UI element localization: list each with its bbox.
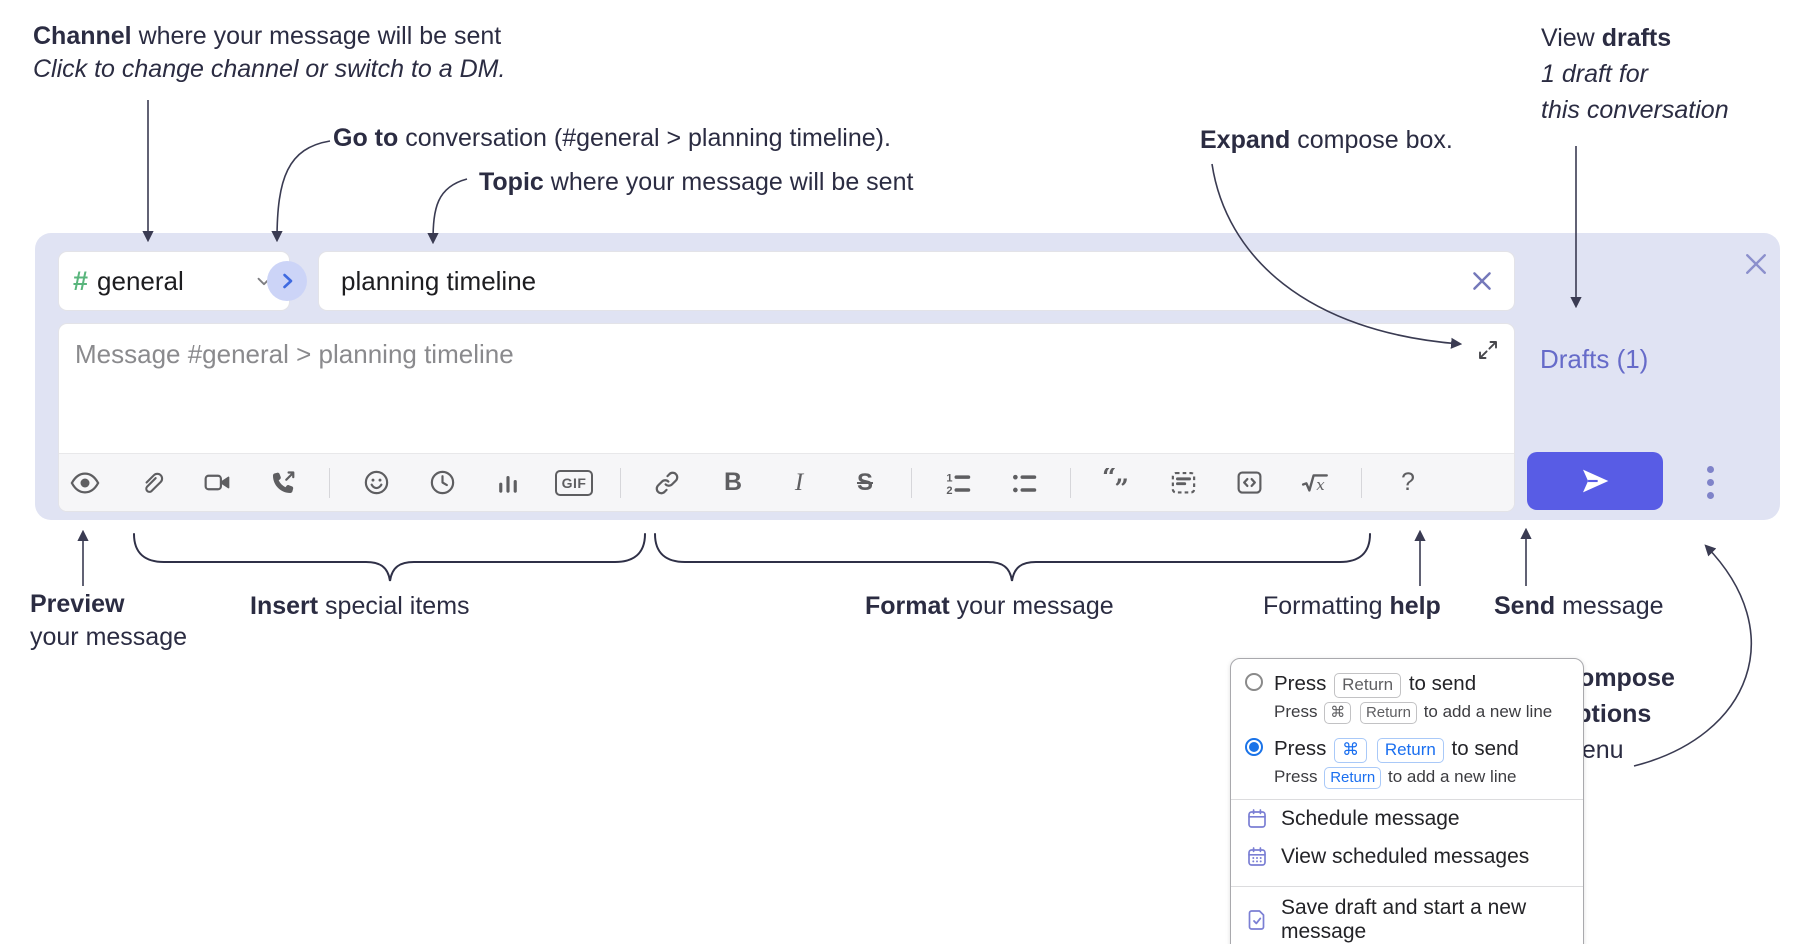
compose-box: # general planning timeline Message #gen… [35, 233, 1780, 520]
key-return: Return [1359, 702, 1417, 724]
toolbar-divider [620, 467, 621, 498]
channel-name: general [97, 265, 184, 296]
calendar-grid-icon [1245, 845, 1269, 869]
svg-text:x: x [1316, 475, 1325, 493]
key-return: Return [1334, 673, 1402, 698]
compose-options-kebab-icon[interactable] [1690, 460, 1730, 504]
formatting-help-annotation: Formatting help [1263, 592, 1441, 620]
format-brace [654, 533, 1371, 582]
message-box: Message #general > planning timeline [58, 323, 1515, 512]
svg-text:“: “ [1102, 468, 1116, 492]
menu-item-schedule-message[interactable]: Schedule message [1231, 800, 1583, 838]
goto-annotation: Go to conversation (#general > planning … [333, 124, 891, 152]
view-drafts-annotation: View drafts 1 draft for this conversatio… [1541, 24, 1729, 124]
calendar-icon [1245, 807, 1269, 831]
bulleted-list-icon[interactable] [1004, 463, 1044, 503]
topic-value: planning timeline [341, 265, 537, 296]
formula-icon[interactable]: x [1295, 463, 1335, 503]
audio-call-icon[interactable] [263, 463, 303, 503]
message-placeholder: Message #general > planning timeline [75, 339, 514, 369]
radio-selected-icon[interactable] [1245, 738, 1263, 756]
toolbar-divider [329, 467, 330, 498]
svg-text:1: 1 [946, 472, 952, 484]
menu-option-return-to-send[interactable]: Press Return to send Press ⌘ Return to a… [1231, 659, 1583, 724]
toolbar-divider [1070, 467, 1071, 498]
menu-divider [1231, 799, 1583, 800]
send-annotation: Send message [1494, 592, 1664, 620]
menu-item-view-scheduled-messages[interactable]: View scheduled messages [1231, 838, 1583, 876]
format-annotation: Format your message [865, 592, 1114, 620]
menu-option-cmd-return-to-send[interactable]: Press ⌘ Return to send Press Return to a… [1231, 724, 1583, 789]
toolbar-divider [1361, 467, 1362, 498]
insert-annotation: Insert special items [250, 592, 470, 620]
insert-brace [133, 533, 646, 582]
compose-options-menu: Press Return to send Press ⌘ Return to a… [1230, 658, 1584, 944]
formatting-help-icon[interactable]: ? [1401, 468, 1415, 496]
poll-chart-icon[interactable] [488, 463, 528, 503]
emoji-icon[interactable] [356, 463, 396, 503]
chevron-right-icon [283, 273, 293, 289]
draft-document-icon [1245, 908, 1269, 932]
gif-icon[interactable]: GIF [554, 463, 594, 503]
attach-paperclip-icon[interactable] [131, 463, 171, 503]
annotation-bold: Channel [33, 22, 132, 50]
send-button[interactable] [1527, 452, 1663, 510]
bold-icon[interactable]: B [723, 468, 743, 496]
goto-arrow [271, 140, 331, 243]
send-plane-icon [1583, 469, 1609, 493]
blockquote-icon[interactable]: “” [1097, 463, 1137, 503]
drafts-link[interactable]: Drafts (1) [1540, 344, 1649, 374]
close-icon[interactable] [1741, 249, 1771, 279]
key-return: Return [1376, 738, 1444, 763]
recent-clock-icon[interactable] [422, 463, 462, 503]
code-block-icon[interactable] [1163, 463, 1203, 503]
channel-annotation: Channel where your message will be sent … [33, 22, 506, 83]
menu-divider [1231, 886, 1583, 887]
menu-item-save-draft[interactable]: Save draft and start a new message [1231, 887, 1583, 944]
strikethrough-icon[interactable]: S [856, 468, 873, 496]
channel-hash-icon: # [73, 265, 89, 296]
topic-field[interactable]: planning timeline [318, 251, 1515, 311]
key-cmd: ⌘ [1334, 738, 1368, 763]
message-input[interactable]: Message #general > planning timeline [59, 324, 1514, 453]
topic-annotation: Topic where your message will be sent [479, 168, 914, 196]
expand-compose-icon[interactable] [1476, 338, 1500, 362]
italic-icon[interactable]: I [794, 468, 804, 496]
preview-eye-icon[interactable] [65, 463, 105, 503]
key-return: Return [1324, 767, 1382, 789]
link-icon[interactable] [647, 463, 687, 503]
inline-code-icon[interactable] [1229, 463, 1269, 503]
clear-topic-icon[interactable] [1468, 267, 1496, 295]
go-to-conversation-button[interactable] [267, 261, 307, 301]
radio-unselected-icon[interactable] [1245, 673, 1263, 691]
video-icon[interactable] [197, 463, 237, 503]
svg-text:”: ” [1115, 473, 1129, 497]
toolbar-divider [911, 467, 912, 498]
key-cmd: ⌘ [1324, 702, 1352, 724]
channel-selector[interactable]: # general [58, 251, 290, 311]
preview-annotation: Preview your message [30, 590, 188, 651]
expand-annotation: Expand compose box. [1200, 126, 1453, 154]
svg-text:2: 2 [946, 485, 952, 497]
